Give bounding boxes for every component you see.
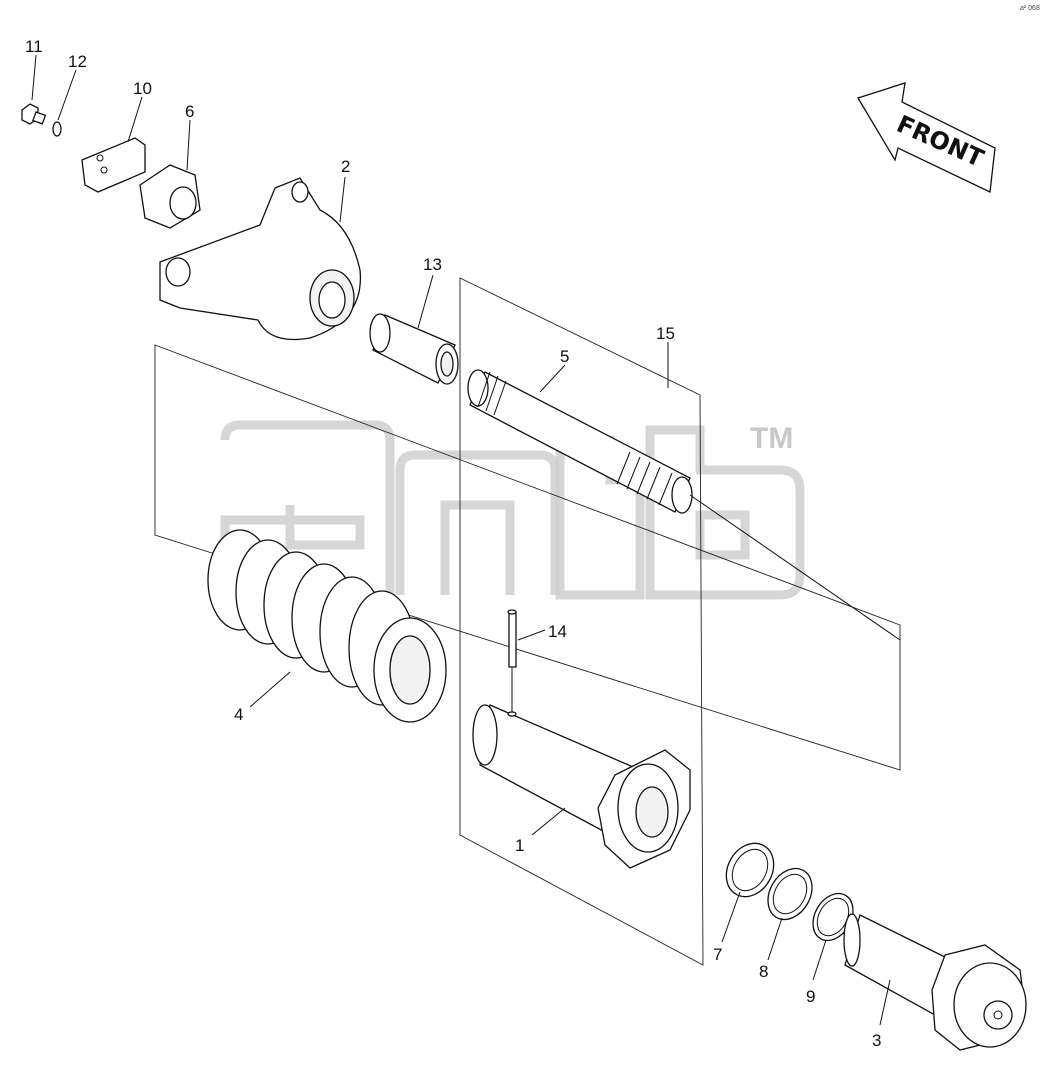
bushing-part xyxy=(369,313,459,385)
end-shaft-part xyxy=(843,913,1027,1051)
callout-5: 5 xyxy=(560,347,569,366)
front-direction-arrow: FRONT xyxy=(857,82,996,193)
ring-seal-8 xyxy=(767,867,813,921)
callout-9: 9 xyxy=(806,987,815,1006)
callout-12: 12 xyxy=(68,52,87,71)
threaded-rod-part xyxy=(467,369,693,514)
spring-pin-part xyxy=(507,609,517,712)
callout-7: 7 xyxy=(713,945,722,964)
washer-part xyxy=(52,121,62,137)
axis-line xyxy=(689,494,901,641)
hex-nut-part xyxy=(139,164,201,229)
callout-1: 1 xyxy=(515,836,524,855)
assembly-box-15 xyxy=(459,277,704,966)
callout-13: 13 xyxy=(423,255,442,274)
callout-10: 10 xyxy=(133,79,152,98)
callout-11: 11 xyxy=(25,37,43,56)
yoke-part xyxy=(159,177,362,341)
callout-3: 3 xyxy=(872,1031,881,1050)
coil-spring-part xyxy=(207,529,447,723)
bracket-part xyxy=(81,137,146,193)
callout-14: 14 xyxy=(548,622,567,641)
spring-zone-outline xyxy=(154,344,901,771)
idler-shaft-part xyxy=(472,704,691,869)
callout-8: 8 xyxy=(759,962,768,981)
callout-2: 2 xyxy=(341,157,350,176)
leader-lines xyxy=(31,54,891,1026)
ring-seal-7 xyxy=(725,842,775,898)
bolt-part xyxy=(21,103,47,125)
corner-mark: a² 068 xyxy=(1020,5,1040,12)
callout-4: 4 xyxy=(234,705,243,724)
watermark-trademark: TM xyxy=(750,422,793,455)
callout-15: 15 xyxy=(656,324,675,343)
callout-6: 6 xyxy=(185,102,194,121)
